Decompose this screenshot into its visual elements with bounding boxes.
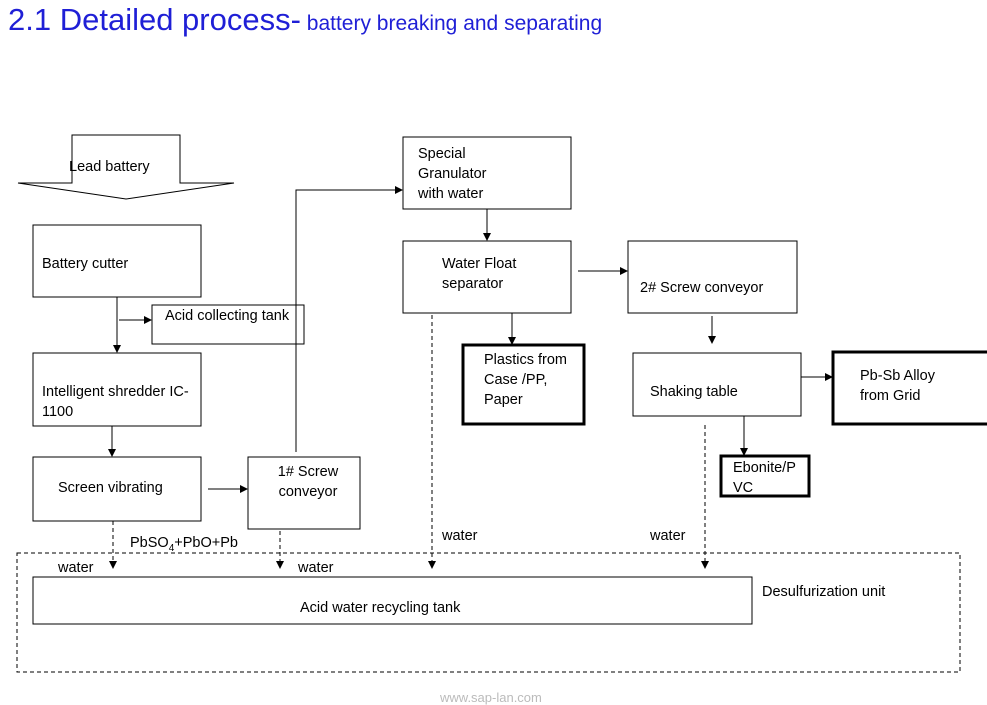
pb-compound-subscript: 4 xyxy=(168,542,175,554)
watermark: www.sap-lan.com xyxy=(440,690,542,705)
solid-connectors xyxy=(108,186,833,493)
label-plastics: Plastics from Case /PP, Paper xyxy=(484,352,567,408)
label-acid-water-tank: Acid water recycling tank xyxy=(300,600,461,616)
granulator-box xyxy=(402,136,572,210)
label-screw-conveyor-2: 2# Screw conveyor xyxy=(640,280,764,296)
acid-water-tank-box xyxy=(32,576,753,625)
pb-compound-part-a: PbSO xyxy=(130,535,169,551)
water-float-separator-box xyxy=(402,240,572,314)
shaking-table-box xyxy=(632,352,802,417)
title-main: 2.1 Detailed process- xyxy=(8,2,301,37)
label-desulfurization: Desulfurization unit xyxy=(762,584,886,600)
label-acid-collecting-tank: Acid collecting tank xyxy=(165,308,290,324)
battery-cutter-box xyxy=(32,224,202,298)
label-ebonite: Ebonite/PVC xyxy=(733,460,796,496)
screw-conveyor-2-box xyxy=(627,240,798,314)
screw-conveyor-1-box xyxy=(247,456,361,530)
pb-sb-alloy-box xyxy=(831,350,987,426)
label-water-float-separator: Water Float separator xyxy=(442,256,517,292)
label-pb-compound: PbSO4+PbO+Pb xyxy=(130,533,238,559)
acid-collecting-tank-box xyxy=(151,304,305,345)
label-intelligent-shredder: Intelligent shredder IC-1100 xyxy=(42,384,189,420)
label-shaking-table: Shaking table xyxy=(650,384,738,400)
label-battery-cutter: Battery cutter xyxy=(42,256,129,272)
label-screen-vibrating: Screen vibrating xyxy=(58,480,163,496)
label-water-3: water xyxy=(442,528,478,544)
page-title: 2.1 Detailed process- battery breaking a… xyxy=(8,2,602,38)
pb-compound-part-b: +PbO+Pb xyxy=(174,535,238,551)
label-pb-sb-alloy: Pb-Sb Alloy from Grid xyxy=(860,368,935,404)
intelligent-shredder-box xyxy=(32,352,202,427)
label-screw-conveyor-1: 1# Screw conveyor xyxy=(277,464,339,500)
label-water-1: water xyxy=(58,560,94,576)
arrow-conveyor1-to-granulator xyxy=(295,186,403,452)
label-granulator: Special Granulator with water xyxy=(418,146,487,202)
plastics-box xyxy=(461,343,586,426)
lead-battery-arrow-shape xyxy=(17,134,235,200)
dashed-connectors xyxy=(109,315,709,569)
label-water-2: water xyxy=(298,560,334,576)
label-water-4: water xyxy=(650,528,686,544)
screen-vibrating-box xyxy=(32,456,202,522)
title-sub: battery breaking and separating xyxy=(300,12,603,35)
desulfurization-dashed-box xyxy=(16,552,961,673)
label-lead-battery: Lead battery xyxy=(69,159,150,175)
ebonite-box xyxy=(719,454,811,498)
